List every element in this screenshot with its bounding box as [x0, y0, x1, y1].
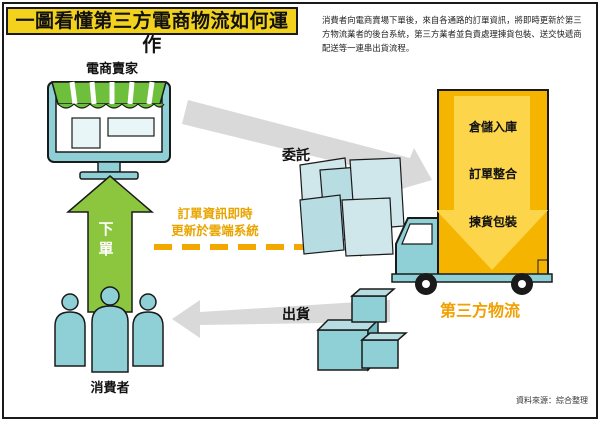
- entrust-label: 委託: [282, 148, 310, 164]
- consumer-group-icon: [54, 286, 164, 373]
- logistics-label: 第三方物流: [440, 301, 521, 320]
- truck-icon: [391, 89, 553, 295]
- intro-text: 消費者向電商賣場下單後，來自各通路的訂單資訊，將即時更新於第三方物流業者的後台系…: [322, 15, 582, 53]
- paper-stack-icon: [299, 157, 405, 257]
- seller-label: 電商賣家: [85, 62, 138, 77]
- warehouse-step-inbound: 倉儲入庫: [468, 120, 517, 134]
- ship-arrow: [172, 300, 390, 338]
- order-label: 下單: [98, 220, 114, 258]
- cloud-update-label: 訂單資訊即時更新於雲端系統: [171, 206, 259, 238]
- consumer-label: 消費者: [90, 381, 130, 396]
- seller-computer-icon: [47, 81, 171, 180]
- ship-label: 出貨: [282, 307, 310, 323]
- boxes-icon: [316, 288, 408, 372]
- source-note: 資料來源：綜合整理: [516, 396, 588, 405]
- warehouse-step-consolidate: 訂單整合: [468, 167, 517, 181]
- page-title: 一圖看懂第三方電商物流如何運作: [6, 7, 298, 56]
- warehouse-step-pick-pack: 揀貨包裝: [468, 215, 517, 229]
